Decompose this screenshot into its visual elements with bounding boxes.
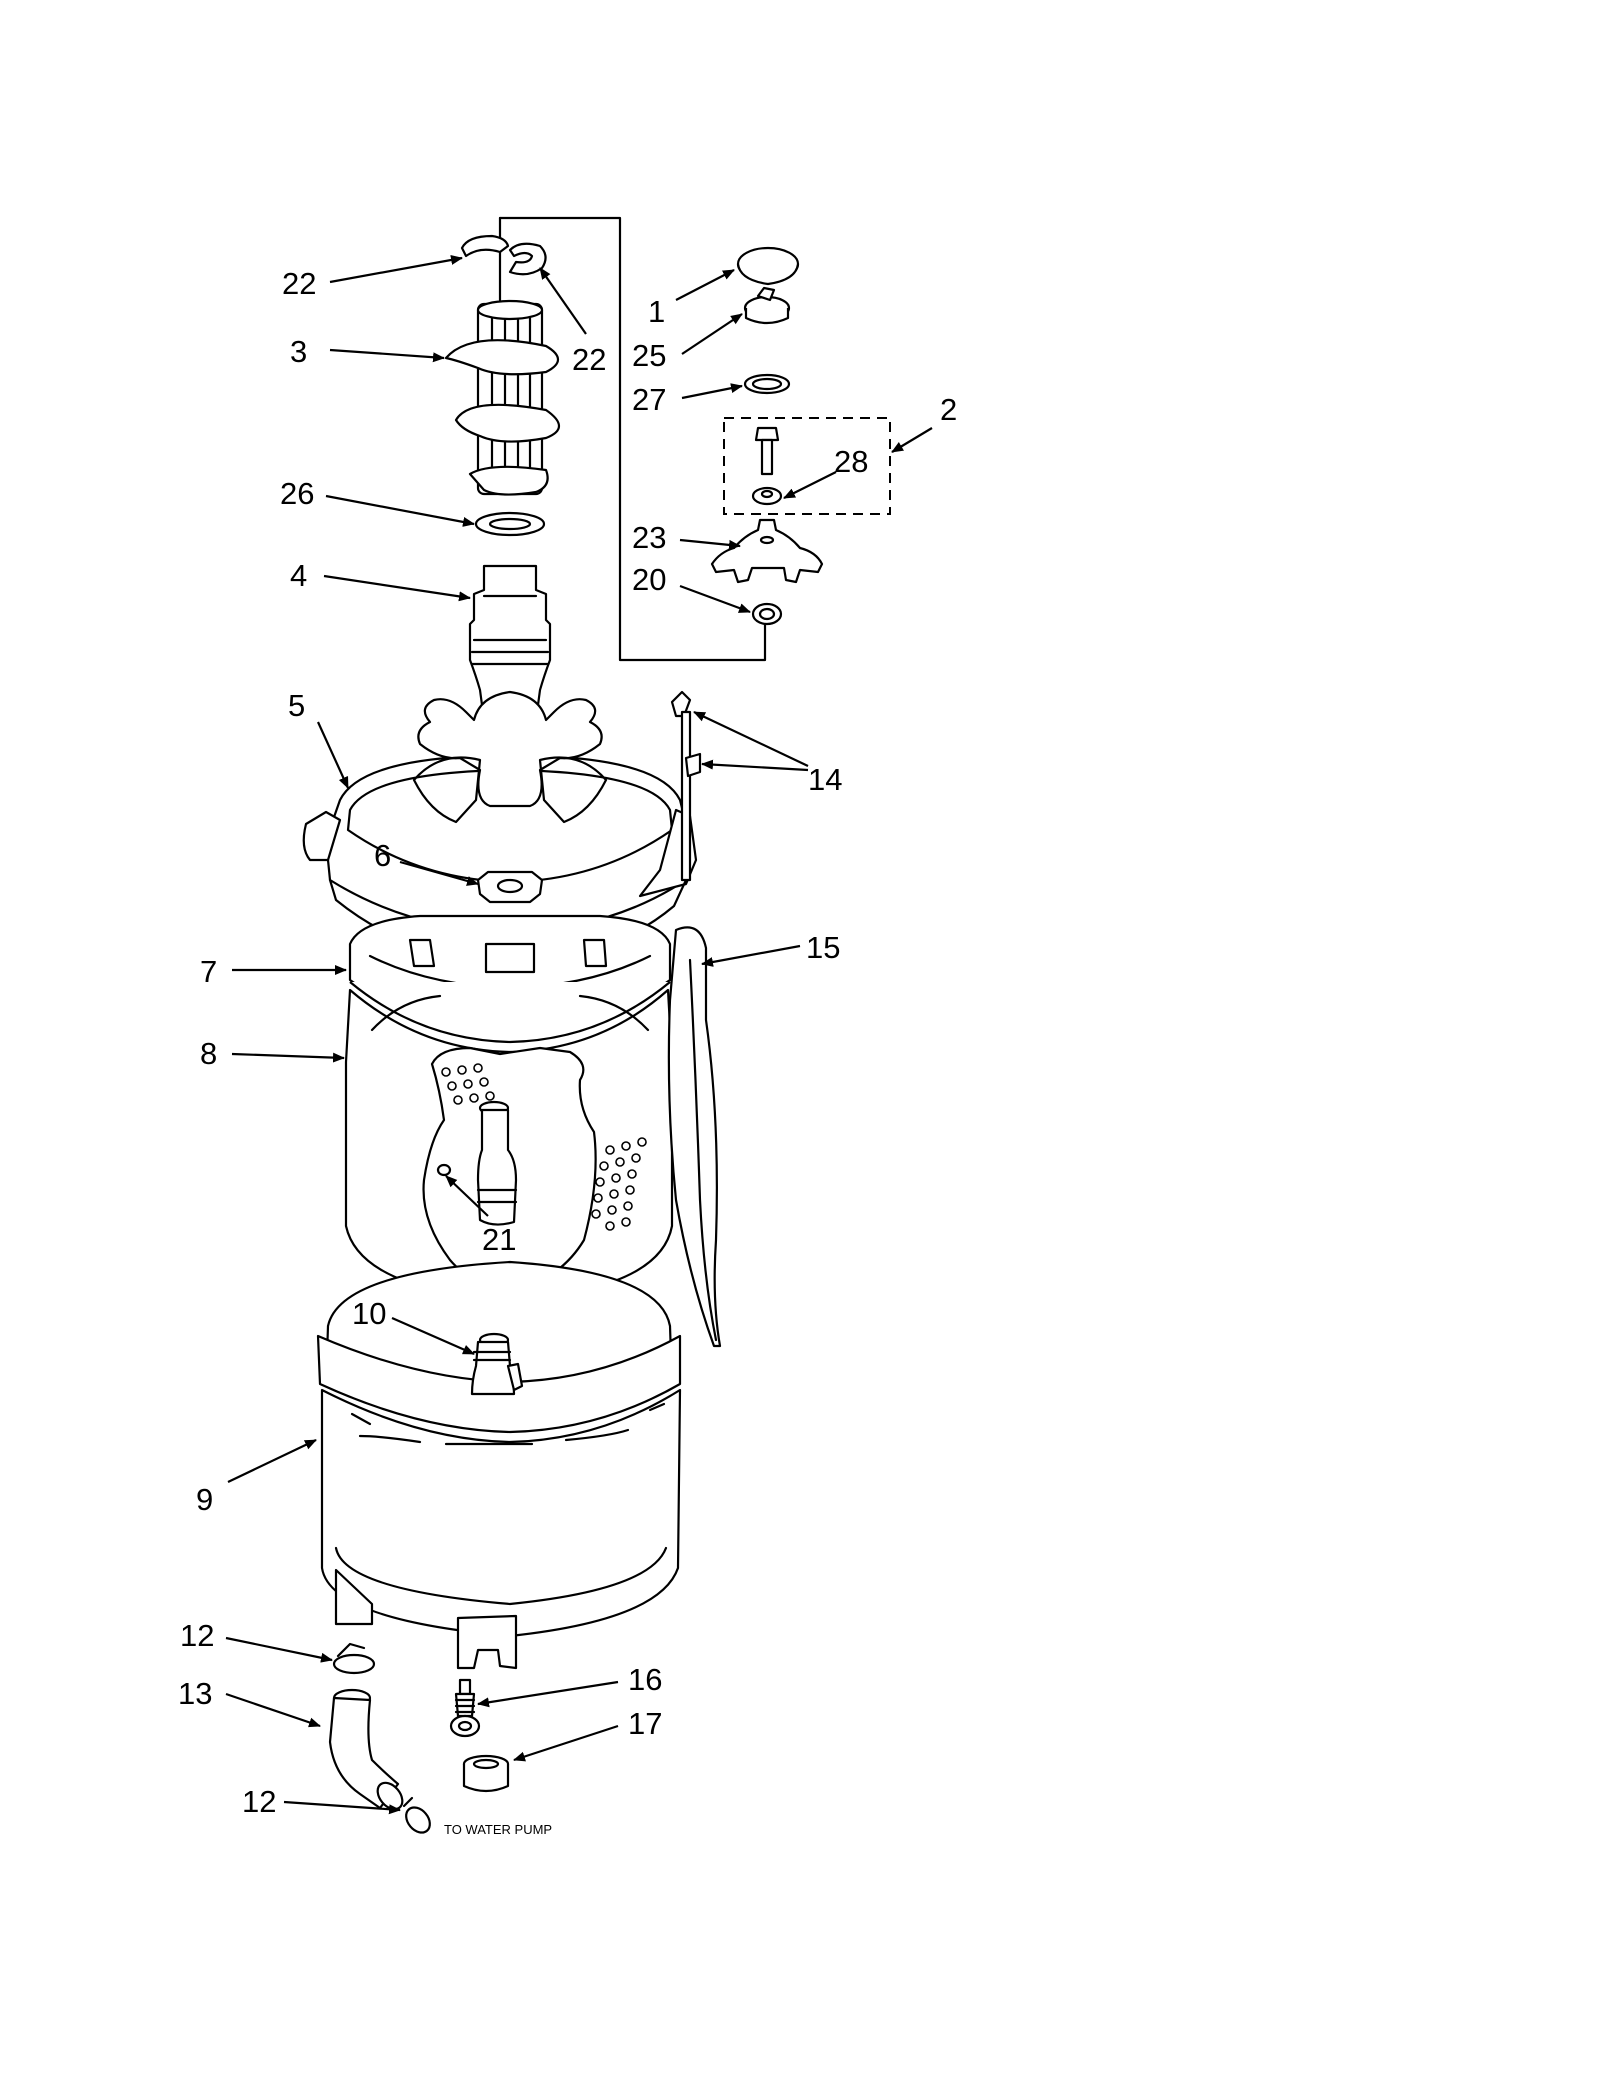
leader-12-b <box>283 1800 401 1815</box>
callout-9: 9 <box>196 1482 213 1517</box>
part-2-kit-box <box>723 417 891 515</box>
part-26-ring <box>474 511 546 537</box>
leader-9 <box>227 1439 317 1483</box>
leader-28 <box>783 471 837 499</box>
leader-21 <box>445 1175 489 1217</box>
part-6-nut <box>476 870 544 904</box>
leader-12-a <box>225 1636 333 1663</box>
part-14-brackets <box>670 690 702 882</box>
leader-14-b <box>701 759 809 772</box>
callout-27: 27 <box>632 382 666 417</box>
part-22-clips <box>460 234 547 276</box>
leader-15 <box>701 944 801 967</box>
callout-21: 21 <box>482 1222 516 1257</box>
leader-23 <box>679 538 741 550</box>
callout-22-b: 22 <box>572 342 606 377</box>
callout-23: 23 <box>632 520 666 555</box>
leader-10 <box>391 1316 475 1356</box>
leader-25 <box>681 313 743 355</box>
pump-outlet-note: TO WATER PUMP <box>444 1822 552 1837</box>
callout-20: 20 <box>632 562 666 597</box>
callout-8: 8 <box>200 1036 217 1071</box>
callout-3: 3 <box>290 334 307 369</box>
part-27-seal-ring <box>743 373 791 395</box>
part-1-cap <box>736 246 800 286</box>
callout-25: 25 <box>632 338 666 373</box>
leader-20 <box>679 584 751 614</box>
part-16-screw <box>449 1678 481 1738</box>
callout-7: 7 <box>200 954 217 989</box>
part-13-drain-hose <box>328 1688 404 1811</box>
part-15-strip <box>667 926 722 1348</box>
callout-28: 28 <box>834 444 868 479</box>
callout-1: 1 <box>648 294 665 329</box>
callout-16: 16 <box>628 1662 662 1697</box>
part-17-plug <box>462 1754 510 1793</box>
part-3-auger <box>444 299 561 496</box>
part-12-clamp-upper <box>332 1642 376 1675</box>
leader-5 <box>316 721 350 789</box>
leader-13 <box>225 1692 321 1728</box>
leader-8 <box>231 1052 345 1063</box>
leader-6 <box>399 860 479 886</box>
callout-13: 13 <box>178 1676 212 1711</box>
callout-26: 26 <box>280 476 314 511</box>
callout-12-a: 12 <box>180 1618 214 1653</box>
callout-2: 2 <box>940 392 957 427</box>
part-10-fitting <box>470 1332 524 1396</box>
leader-3 <box>329 348 445 363</box>
callout-22-a: 22 <box>282 266 316 301</box>
callout-15: 15 <box>806 930 840 965</box>
part-23-cam <box>710 518 824 584</box>
callout-4: 4 <box>290 558 307 593</box>
leader-4 <box>323 574 471 602</box>
leader-1 <box>675 269 735 301</box>
assembly-bracket <box>498 216 767 662</box>
callout-5: 5 <box>288 688 305 723</box>
part-5-top-plate <box>302 690 698 964</box>
basket-perforations <box>441 1063 647 1231</box>
leader-27 <box>681 383 743 400</box>
leader-22-b <box>539 267 587 335</box>
callout-17: 17 <box>628 1706 662 1741</box>
callout-12-b: 12 <box>242 1784 276 1819</box>
part-12-clamp-lower <box>402 1796 431 1834</box>
callout-10: 10 <box>352 1296 386 1331</box>
part-20-o-ring <box>751 602 783 626</box>
leader-26 <box>325 494 475 527</box>
part-25-cap-insert <box>743 286 791 325</box>
leader-22-a <box>329 255 463 284</box>
callout-14: 14 <box>808 762 842 797</box>
callout-6: 6 <box>374 838 391 873</box>
leader-16 <box>477 1680 619 1708</box>
part-28-bolt <box>751 426 783 506</box>
leader-14-a <box>693 711 809 767</box>
leader-2 <box>891 427 933 453</box>
leader-17 <box>513 1724 619 1762</box>
